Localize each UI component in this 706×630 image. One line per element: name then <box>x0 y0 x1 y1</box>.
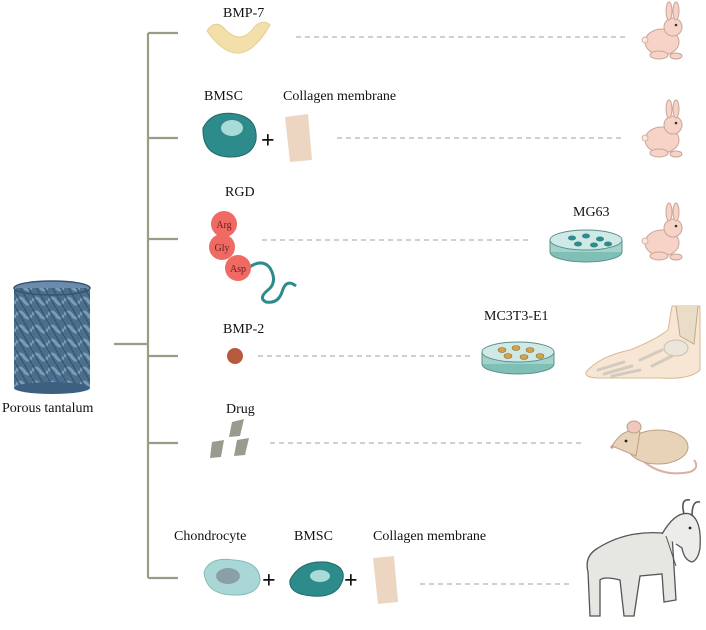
collagen-label: Collagen membrane <box>283 89 396 104</box>
rabbit-icon <box>641 202 683 261</box>
svg-text:Arg: Arg <box>216 220 231 231</box>
chondrocyte-cell-icon <box>203 558 261 596</box>
mg63-label: MG63 <box>573 205 610 220</box>
plus-icon: + <box>262 568 276 594</box>
rgd-label: RGD <box>225 185 255 200</box>
bmsc-label: BMSC <box>204 89 243 104</box>
rabbit-icon <box>641 1 683 60</box>
drug-particles-icon <box>210 419 249 458</box>
root-label: Porous tantalum <box>2 401 93 416</box>
bmsc-cell-icon <box>202 112 257 158</box>
bmsc-label-2: BMSC <box>294 529 333 544</box>
collagen-label-2: Collagen membrane <box>373 529 486 544</box>
plus-icon: + <box>344 568 358 594</box>
branch-chondrocyte-bmsc-collagen: Chondrocyte BMSC Collagen membrane + + <box>174 498 701 617</box>
rabbit-icon <box>641 99 683 158</box>
mc3t3-culture-dish-icon <box>481 341 555 375</box>
porous-tantalum-node: Porous tantalum <box>2 280 93 416</box>
chondrocyte-label: Chondrocyte <box>174 529 246 544</box>
collagen-membrane-icon <box>285 114 312 162</box>
bmp7-icon <box>206 21 271 54</box>
branch-drug: Drug <box>210 402 698 475</box>
asp-bead: Asp <box>225 255 251 281</box>
drug-label: Drug <box>226 402 255 417</box>
rat-icon <box>610 420 698 475</box>
mg63-culture-dish-icon <box>549 229 623 263</box>
collagen-membrane-icon <box>373 556 398 604</box>
mc3t3-label: MC3T3-E1 <box>484 309 549 324</box>
tantalum-scaffold-icon <box>13 280 91 394</box>
tree-connectors <box>114 31 178 580</box>
branch-bmp7: BMP-7 <box>206 1 683 60</box>
branch-bmp2: BMP-2 MC3T3-E1 <box>223 305 701 379</box>
branch-rgd: RGD Arg Gly Asp MG63 <box>209 185 683 304</box>
svg-text:Asp: Asp <box>230 264 246 275</box>
foot-bone-icon <box>585 305 701 379</box>
branch-bmsc-collagen: BMSC Collagen membrane + <box>202 89 683 162</box>
peptide-chain-icon <box>247 261 297 304</box>
bmp7-label: BMP-7 <box>223 6 264 21</box>
plus-icon: + <box>261 128 275 154</box>
bmsc-cell-icon <box>289 561 344 597</box>
goat-icon <box>586 498 701 617</box>
gly-bead: Gly <box>209 234 235 260</box>
svg-text:Gly: Gly <box>215 243 230 254</box>
bmp2-label: BMP-2 <box>223 322 264 337</box>
bmp2-icon <box>227 348 243 364</box>
arg-bead: Arg <box>211 211 237 237</box>
